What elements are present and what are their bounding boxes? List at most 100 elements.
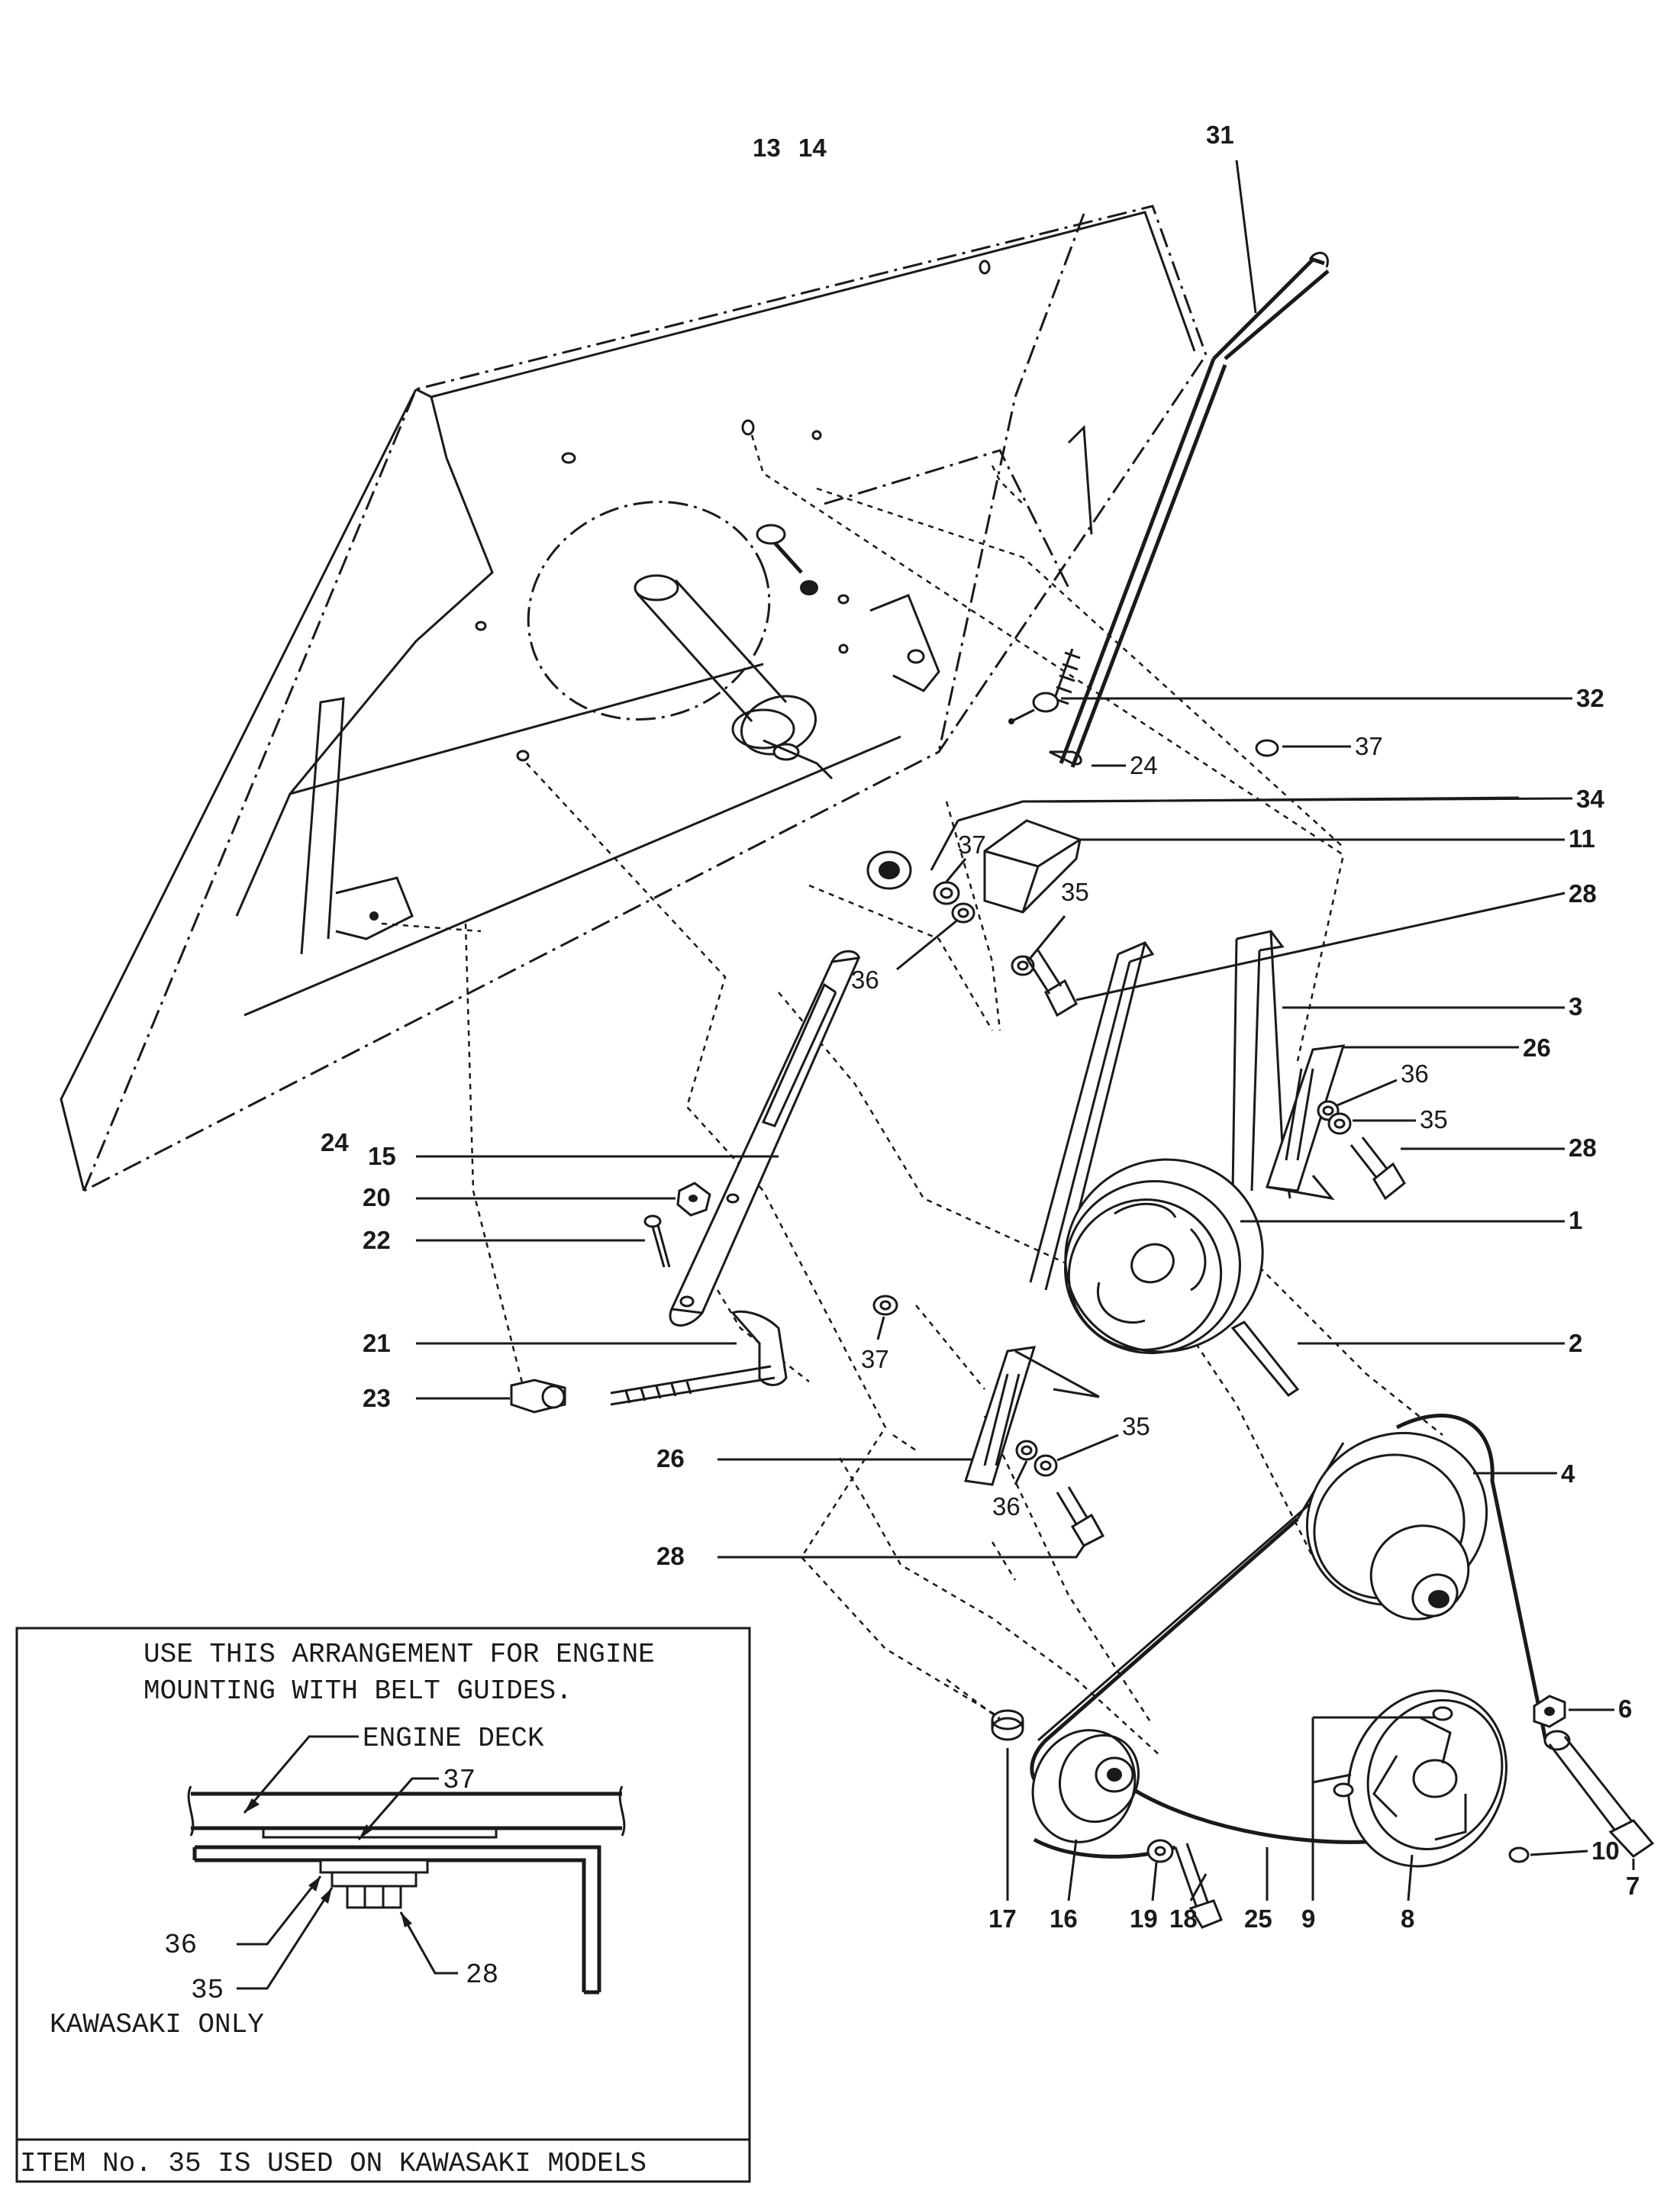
leader-18	[1189, 1873, 1208, 1901]
callout-36-right: 36	[1401, 1059, 1429, 1088]
callout-25: 25	[1244, 1904, 1272, 1933]
callout-13: 13	[753, 134, 781, 162]
part-36-washer-lower	[1015, 1440, 1038, 1461]
callout-6: 6	[1618, 1695, 1632, 1723]
callout-32: 32	[1576, 684, 1604, 712]
part-37-washer-upper-right	[1255, 739, 1279, 757]
inset-instruction-line1: USE THIS ARRANGEMENT FOR ENGINE	[143, 1639, 655, 1670]
leader-8	[1407, 1854, 1414, 1901]
leader-35a	[1029, 915, 1066, 959]
part-23-swivel	[510, 1379, 566, 1414]
callout-9: 9	[1301, 1904, 1315, 1933]
callout-24-upper: 24	[1130, 751, 1158, 779]
part-9-bolt	[1311, 1706, 1453, 1901]
leader-37b	[945, 858, 967, 882]
part-21-threaded-l-rod	[610, 1310, 788, 1406]
inset-box	[15, 1627, 751, 2183]
part-17-spacer	[991, 1709, 1024, 1741]
callout-14: 14	[798, 134, 827, 162]
callout-10: 10	[1591, 1837, 1620, 1865]
callout-28-lower: 28	[656, 1542, 685, 1570]
inset-label-37: 37	[443, 1765, 476, 1796]
part-32-swivel	[1008, 692, 1059, 724]
part-28-bolt-right	[1349, 1137, 1406, 1201]
callout-3: 3	[1569, 992, 1582, 1021]
inset-label-35: 35	[191, 1975, 224, 2006]
callout-16: 16	[1050, 1904, 1078, 1933]
part-1-engine-pulley	[1064, 1158, 1264, 1355]
part-36-washer-mid	[951, 902, 975, 924]
inset-footer-note: ITEM No. 35 IS USED ON KAWASAKI MODELS	[20, 2148, 647, 2179]
callout-26-upper: 26	[1523, 1034, 1551, 1062]
leader-35c	[1056, 1434, 1119, 1462]
callout-15: 15	[368, 1142, 396, 1170]
callout-35-mid: 35	[1061, 878, 1089, 906]
part-31-adjuster-rod	[1052, 251, 1330, 768]
callout-26-lower: 26	[656, 1444, 685, 1472]
inset-labels: USE THIS ARRANGEMENT FOR ENGINE MOUNTING…	[20, 1639, 655, 2179]
callout-11: 11	[1569, 824, 1595, 853]
part-6-nut	[1533, 1695, 1566, 1728]
callout-22: 22	[363, 1226, 391, 1254]
callout-21: 21	[363, 1329, 391, 1357]
inset-engine-deck-label: ENGINE DECK	[363, 1723, 544, 1754]
engine-deck	[60, 205, 1208, 1192]
callout-34: 34	[1576, 785, 1604, 813]
part-28-bolt-mid	[1025, 950, 1078, 1017]
callout-36-lower: 36	[992, 1492, 1021, 1521]
part-37-washer-lower	[872, 1295, 898, 1316]
engine-shaft	[634, 574, 834, 780]
part-37-washer-mid	[933, 881, 960, 905]
callout-28-upper: 28	[1569, 879, 1597, 908]
callout-37-mid: 37	[958, 830, 986, 859]
callout-8: 8	[1401, 1904, 1414, 1933]
part-15-slotted-arm	[669, 950, 861, 1327]
leader-10	[1530, 1850, 1588, 1856]
inset-kawasaki-only: KAWASAKI ONLY	[50, 2009, 264, 2040]
deck-left-bracket	[300, 697, 414, 955]
part-28-bolt-lower	[1056, 1486, 1105, 1547]
part-2-key	[1230, 1321, 1300, 1397]
part-20-nut	[676, 1182, 711, 1217]
part-18-bolt	[1174, 1843, 1223, 1929]
callout-20: 20	[363, 1183, 391, 1211]
part-35-washer-right	[1327, 1112, 1352, 1135]
part-8-idler-pulley	[1347, 1689, 1507, 1868]
leader-28a	[1075, 892, 1566, 1001]
leader-36a	[896, 918, 959, 971]
leader-37c	[876, 1316, 885, 1340]
callout-labels: 13 14 31 32 37 24 34 11 37 35 28 36 3 26…	[321, 121, 1640, 1933]
callout-23: 23	[363, 1384, 391, 1412]
callout-18: 18	[1169, 1904, 1198, 1933]
leader-34	[1022, 797, 1573, 803]
callout-37-lower: 37	[861, 1345, 889, 1373]
callout-4: 4	[1561, 1459, 1575, 1488]
leader-28c	[717, 1545, 1085, 1559]
inset-instruction-line2: MOUNTING WITH BELT GUIDES.	[143, 1675, 572, 1707]
assembly-guide-lines	[381, 434, 1443, 1756]
part-14-washer	[800, 580, 818, 595]
callout-2: 2	[1569, 1329, 1582, 1357]
part-22-cotter-pin	[643, 1214, 671, 1268]
leader-31	[1235, 160, 1257, 314]
part-11-belt-guide-block	[983, 819, 1082, 914]
callout-1: 1	[1569, 1206, 1582, 1234]
part-10-clip	[1508, 1846, 1530, 1863]
callout-7: 7	[1626, 1872, 1640, 1900]
part-19-washer	[1146, 1839, 1174, 1863]
leader-36c	[1014, 1460, 1028, 1485]
deck-clip	[869, 594, 940, 692]
part-26-belt-guide-lower	[964, 1346, 1100, 1486]
callout-35-right: 35	[1420, 1105, 1448, 1134]
part-13-bolt	[756, 524, 803, 574]
inset-label-28: 28	[466, 1959, 498, 1991]
leader-19	[1151, 1862, 1158, 1901]
callout-31: 31	[1206, 121, 1234, 149]
inset-label-36: 36	[164, 1930, 197, 1961]
part-26-belt-guide-upper	[1265, 1044, 1346, 1201]
callout-28-right: 28	[1569, 1134, 1597, 1162]
part-35-washer-lower	[1033, 1454, 1058, 1477]
part-7-bolt	[1543, 1730, 1655, 1858]
callout-35-lower: 35	[1122, 1412, 1150, 1440]
